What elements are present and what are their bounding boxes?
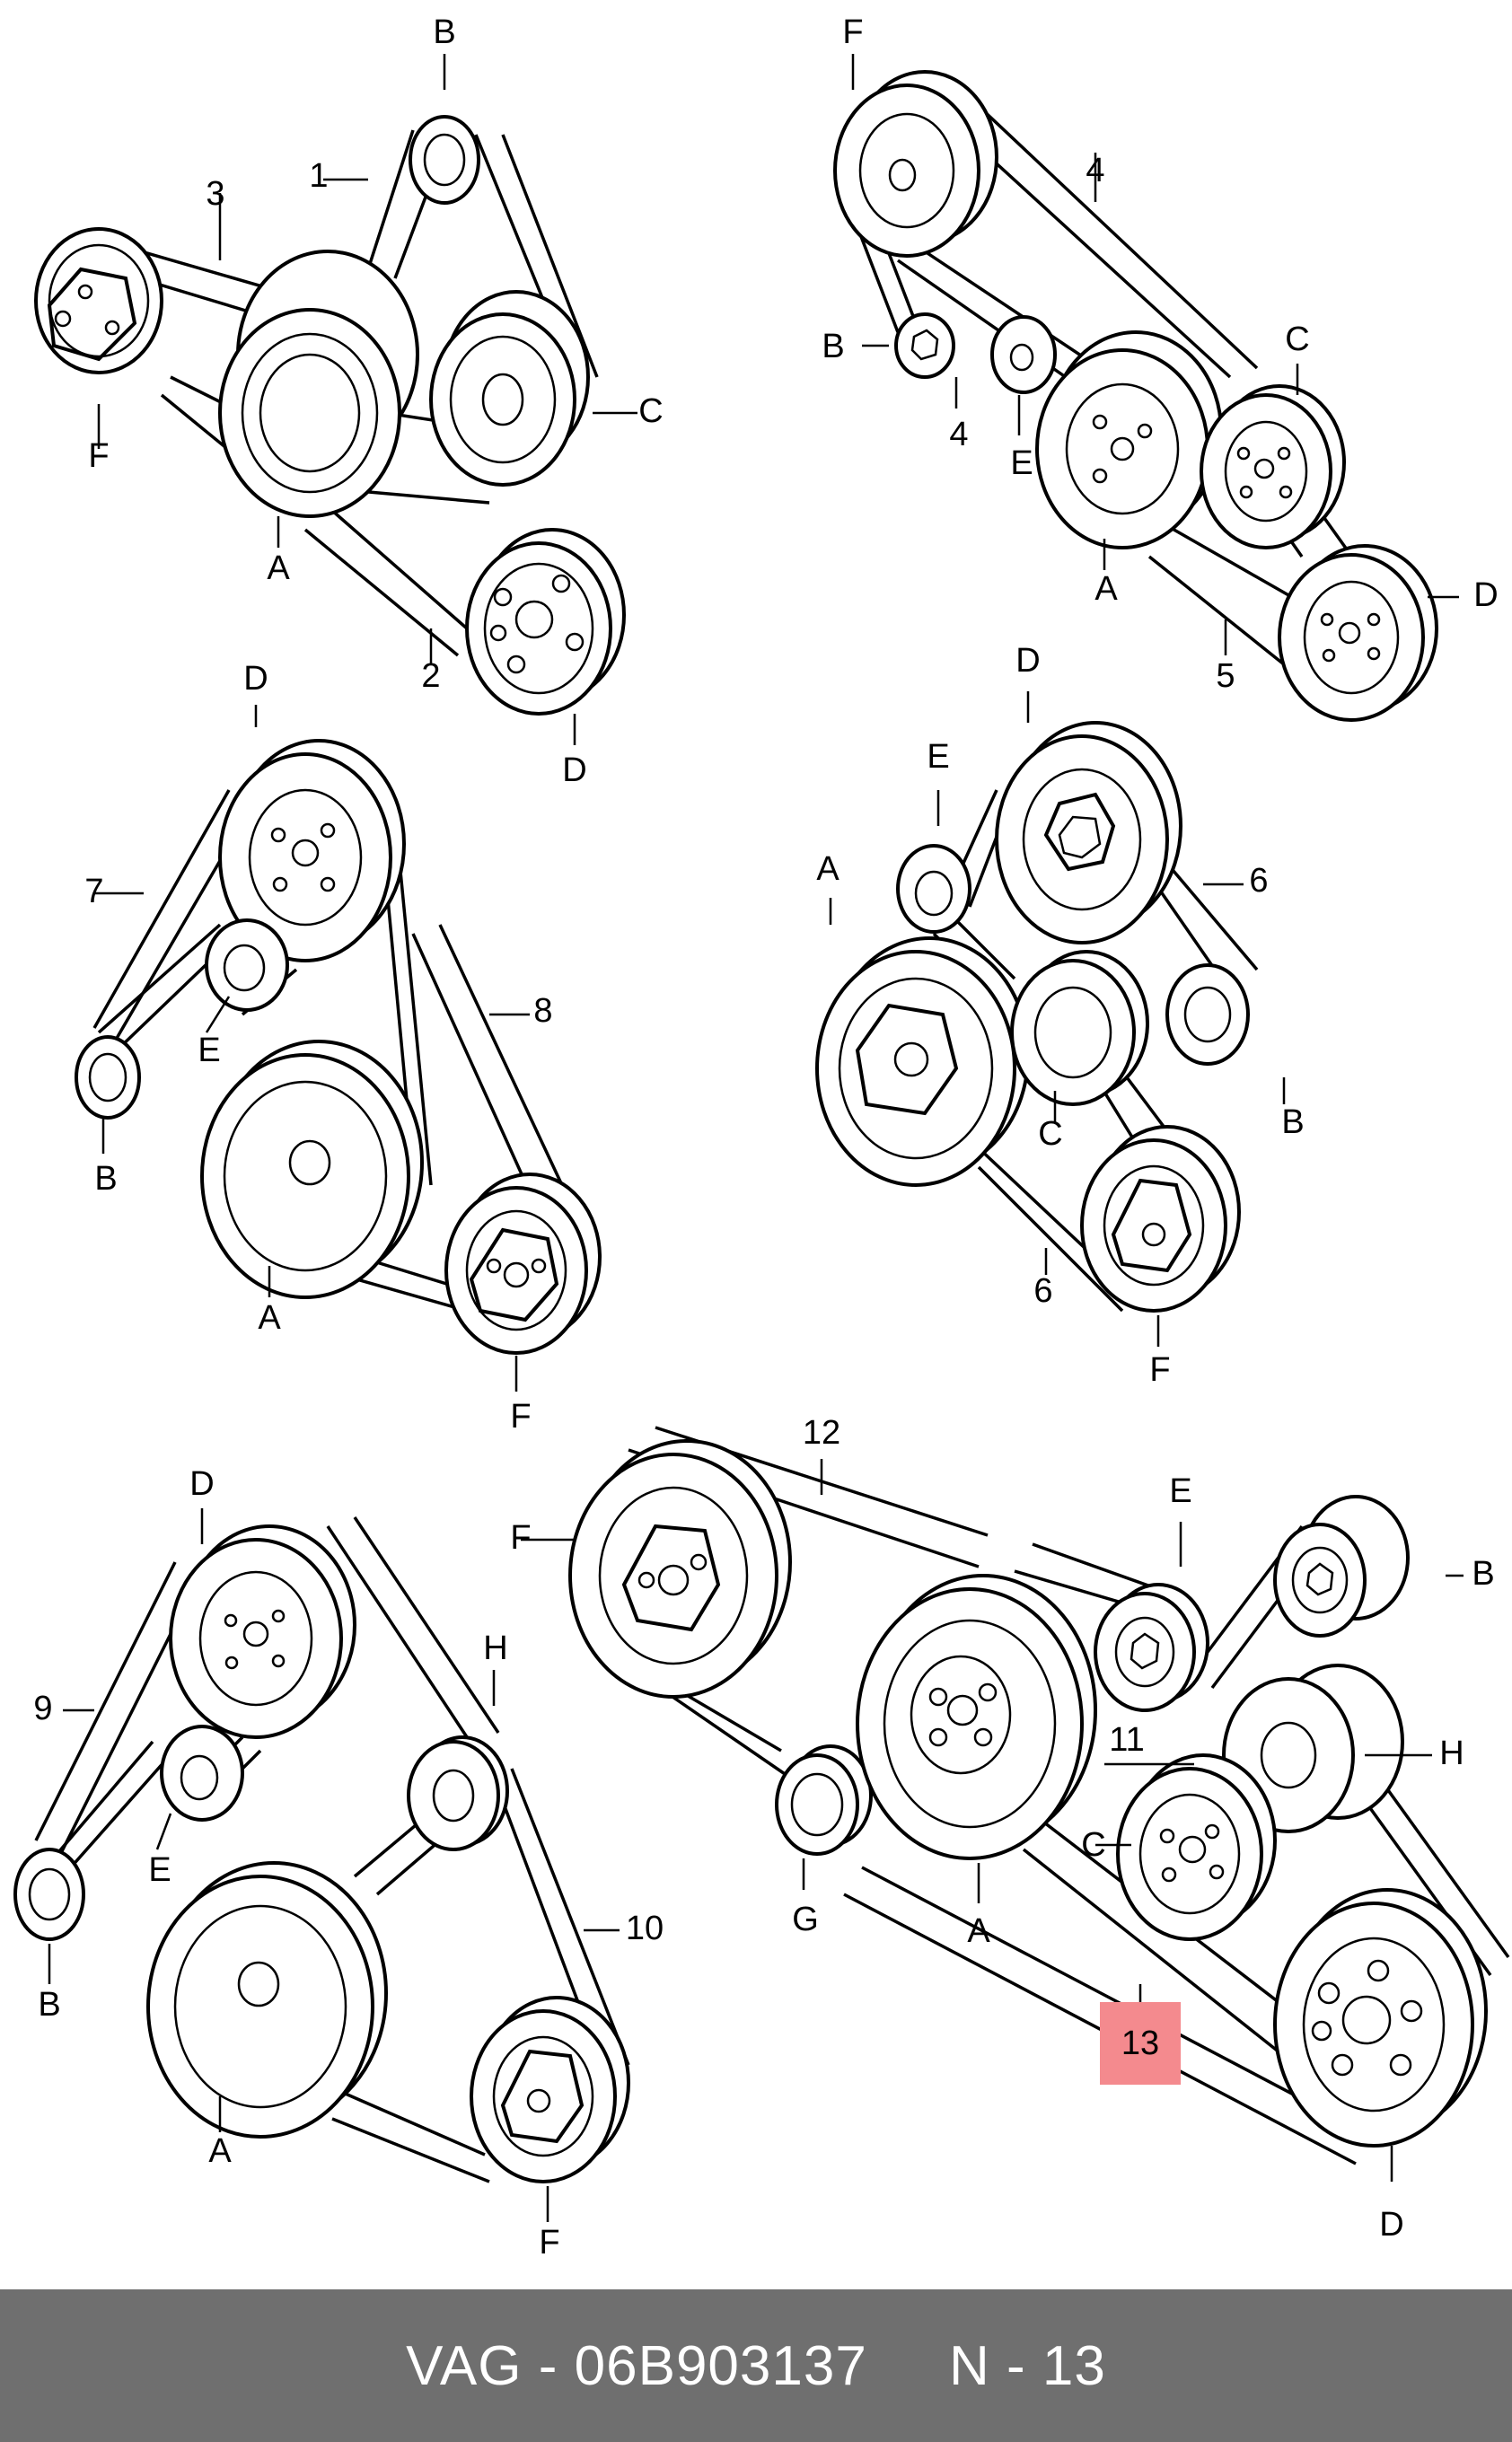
callout-F: F <box>539 2224 559 2262</box>
belt-layout-3: D 7 8 E B A F <box>75 660 602 1436</box>
callout-E: E <box>198 1032 220 1069</box>
callout-2: 2 <box>421 657 440 695</box>
pulley-C <box>1200 393 1332 549</box>
callout-13-highlight <box>1100 2002 1181 2085</box>
belt-layout-6: 12 F E B 11 H C G A 13 D <box>510 1414 1510 2244</box>
callout-E: E <box>1169 1472 1191 1510</box>
callout-F: F <box>88 437 109 475</box>
callout-D: D <box>1379 2206 1403 2244</box>
pulley-B <box>894 312 955 379</box>
callout-B: B <box>822 328 844 365</box>
callout-D: D <box>1473 576 1498 614</box>
callout-A: A <box>258 1299 281 1337</box>
part-number-footer: VAG - 06B903137 N - 13 <box>0 2289 1512 2442</box>
pulley-G <box>775 1753 859 1856</box>
callout-H: H <box>483 1629 507 1667</box>
pulley-E <box>1094 1592 1196 1712</box>
pulley-D <box>995 734 1169 944</box>
pulley-B <box>1273 1523 1367 1638</box>
pulley-B <box>409 115 480 205</box>
brand-label: VAG <box>406 2334 523 2397</box>
pulley-E <box>160 1725 244 1822</box>
belt-layout-5: D 9 H E 10 B A F <box>13 1465 664 2262</box>
callout-B: B <box>433 13 455 51</box>
callout-A: A <box>208 2132 232 2170</box>
callout-11: 11 <box>1109 1721 1144 1759</box>
pulley-F <box>1080 1138 1227 1313</box>
belt-routing-diagram: B 1 3 C F A 2 D <box>13 13 1510 2262</box>
footer-text: VAG - 06B903137 N - 13 <box>406 2334 1106 2398</box>
callout-B: B <box>38 1986 60 2024</box>
callout-B: B <box>1281 1103 1304 1141</box>
callout-A: A <box>816 850 840 888</box>
belt-layout-2: F 4 B 4 E C A D 5 <box>822 13 1499 722</box>
footer-separator: - <box>522 2334 575 2397</box>
pulley-B <box>13 1848 85 1941</box>
callout-H: H <box>1439 1735 1464 1772</box>
callout-5: 5 <box>1216 657 1235 695</box>
pulley-F <box>470 2009 617 2183</box>
pulley-E <box>896 844 971 934</box>
pulley-C <box>1116 1767 1263 1941</box>
callout-1: 1 <box>309 157 328 195</box>
callout-C: C <box>1038 1115 1062 1153</box>
callout-D: D <box>1015 642 1040 680</box>
callout-6: 6 <box>1033 1272 1052 1310</box>
callout-A: A <box>267 549 290 587</box>
callout-10: 10 <box>626 1910 664 1947</box>
pulley-H <box>407 1740 500 1851</box>
callout-12: 12 <box>803 1414 840 1452</box>
pulley-A <box>218 308 401 518</box>
callout-D: D <box>243 660 268 698</box>
pulley-C <box>429 312 576 487</box>
callout-8: 8 <box>533 992 552 1030</box>
reference-prefix: N - <box>948 2334 1042 2397</box>
callout-F: F <box>510 1519 531 1557</box>
callout-E: E <box>927 738 949 776</box>
callout-D: D <box>189 1465 214 1503</box>
callout-E: E <box>1010 444 1033 482</box>
footer-gap <box>867 2335 949 2397</box>
callout-7: 7 <box>84 873 103 910</box>
callout-13: 13 <box>1121 2025 1159 2062</box>
pulley-F <box>568 1453 778 1699</box>
callout-C: C <box>638 392 663 430</box>
callout-D: D <box>562 751 586 789</box>
callout-F: F <box>1149 1351 1170 1389</box>
callout-9: 9 <box>33 1690 52 1727</box>
pulley-A <box>200 1053 410 1299</box>
callout-F: F <box>842 13 863 51</box>
callout-C: C <box>1081 1826 1105 1864</box>
belt-layout-1: B 1 3 C F A 2 D <box>34 13 664 789</box>
pulley-E <box>990 315 1057 394</box>
pulley-D <box>218 752 392 962</box>
callout-G: G <box>792 1901 819 1938</box>
pulley-B <box>1165 963 1250 1066</box>
belt-layout-4: D E A 6 C B 6 F <box>815 642 1305 1389</box>
pulley-C <box>1010 959 1136 1106</box>
pulley-A <box>815 950 1016 1187</box>
pulley-F <box>34 227 163 374</box>
pulley-D <box>465 541 612 716</box>
pulley-D <box>169 1538 343 1739</box>
pulley-E <box>205 918 289 1012</box>
callout-A: A <box>1094 570 1118 608</box>
callout-3: 3 <box>206 175 224 213</box>
callout-F: F <box>510 1398 531 1436</box>
callout-6: 6 <box>1249 862 1268 900</box>
pulley-D <box>1278 553 1425 722</box>
callout-A: A <box>967 1912 990 1950</box>
part-number: 06B903137 <box>574 2334 867 2397</box>
callout-B: B <box>1472 1555 1494 1593</box>
callout-4: 4 <box>949 416 968 453</box>
callout-B: B <box>94 1160 117 1198</box>
callout-C: C <box>1285 321 1309 358</box>
pulley-F <box>833 83 980 258</box>
pulley-A <box>1035 348 1209 549</box>
callout-4: 4 <box>1086 152 1104 189</box>
reference-number: 13 <box>1042 2334 1106 2397</box>
pulley-B <box>75 1035 141 1120</box>
callout-E: E <box>148 1851 171 1889</box>
